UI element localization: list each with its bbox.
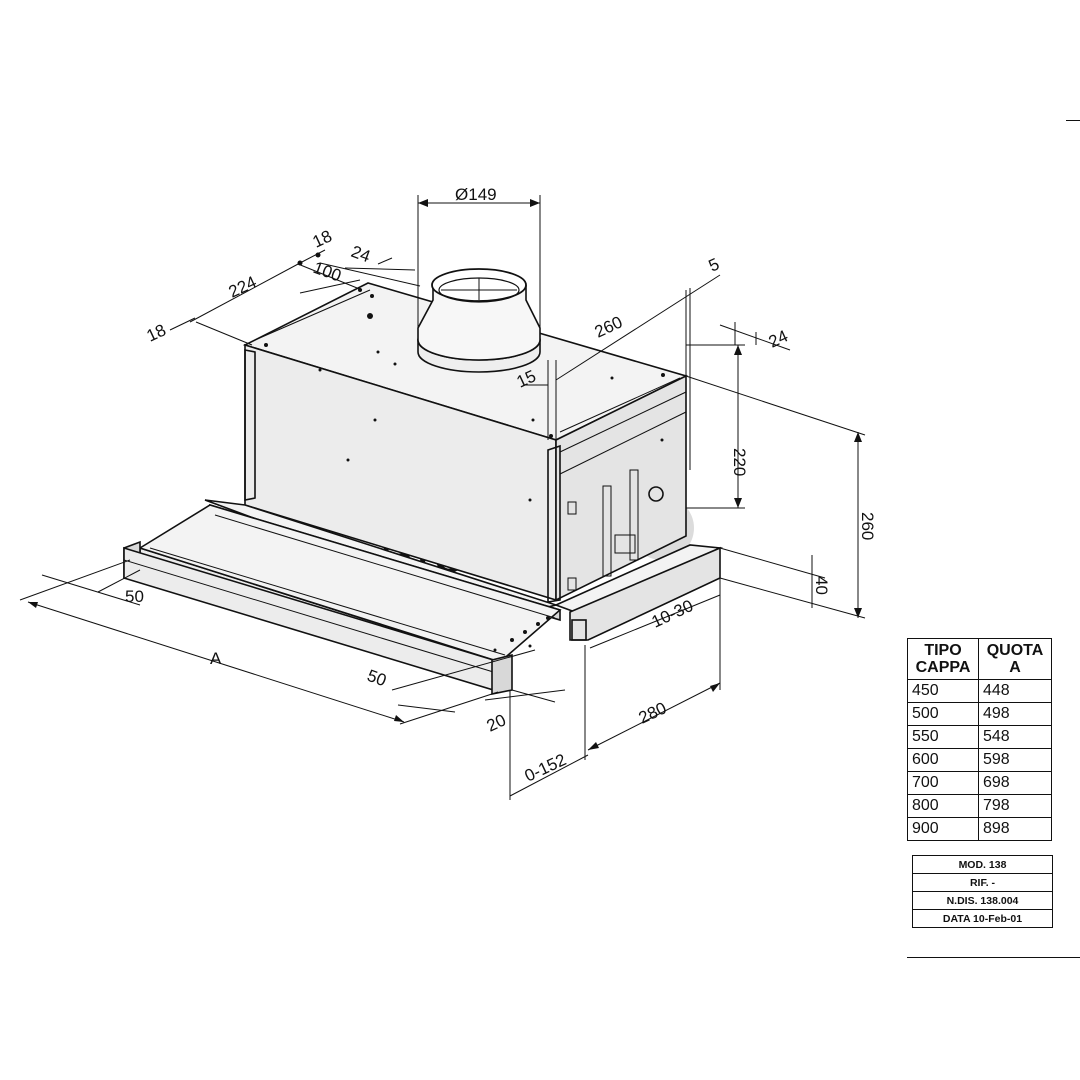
side-frame-edge	[587, 577, 721, 641]
side-clip-bottom	[567, 577, 577, 591]
corner-tick	[1066, 120, 1080, 121]
dim-40: 40	[812, 576, 831, 595]
cell-quota: 498	[978, 702, 1052, 726]
dim-220: 220	[730, 448, 749, 476]
dim-100: 100	[311, 258, 344, 286]
side-slot-2	[629, 469, 639, 561]
cell-tipo: 500	[907, 702, 979, 726]
dim-0-152: 0-152	[522, 750, 569, 786]
title-model: MOD. 138	[912, 855, 1053, 874]
title-drawing-number: N.DIS. 138.004	[912, 891, 1053, 910]
cell-tipo: 600	[907, 748, 979, 772]
cell-tipo: 900	[907, 817, 979, 841]
cell-quota: 448	[978, 679, 1052, 703]
header-tipo-cappa: TIPO CAPPA	[907, 638, 979, 680]
cell-quota: 548	[978, 725, 1052, 749]
header-quota-a: QUOTA A	[978, 638, 1052, 680]
dim-50-left: 50	[125, 587, 144, 606]
dim-24-right: 24	[766, 326, 791, 351]
side-slot-1	[602, 485, 612, 577]
deck-inner-line	[149, 547, 506, 656]
screw-dots	[264, 288, 665, 502]
cell-tipo: 800	[907, 794, 979, 818]
dimension-lines	[19, 195, 866, 800]
deck-inner-line-2	[214, 514, 556, 619]
spec-table-header: TIPO CAPPA QUOTA A	[907, 638, 1052, 680]
side-connector	[614, 534, 636, 554]
cell-quota: 598	[978, 748, 1052, 772]
side-clip-top	[567, 501, 577, 515]
left-flange	[244, 349, 256, 501]
rail-holes	[493, 616, 550, 652]
dim-duct-diameter: Ø149	[455, 185, 497, 204]
dim-5: 5	[706, 254, 723, 275]
top-rim-line-right	[559, 377, 681, 433]
title-reference: RIF. -	[912, 873, 1053, 892]
dim-20: 20	[484, 710, 509, 735]
dim-18-top: 18	[310, 226, 335, 251]
side-latch	[571, 619, 587, 641]
cell-quota: 698	[978, 771, 1052, 795]
cell-quota: 898	[978, 817, 1052, 841]
duct-collar	[417, 268, 541, 373]
dim-A: A	[210, 649, 222, 668]
cell-tipo: 450	[907, 679, 979, 703]
dim-18-left: 18	[144, 320, 169, 345]
right-flange	[547, 444, 561, 603]
cell-tipo: 700	[907, 771, 979, 795]
dim-280: 280	[636, 698, 670, 727]
title-block: MOD. 138 RIF. - N.DIS. 138.004 DATA 10-F…	[912, 855, 1053, 928]
front-bar-line	[123, 559, 501, 675]
hood-side-face	[555, 374, 687, 602]
dim-224: 224	[226, 272, 260, 301]
cell-tipo: 550	[907, 725, 979, 749]
bottom-rule	[907, 957, 1080, 958]
title-date: DATA 10-Feb-01	[912, 909, 1053, 928]
dim-50-right: 50	[365, 666, 389, 690]
dim-260-height: 260	[858, 512, 877, 540]
side-panel-line	[559, 411, 687, 475]
dim-24-top: 24	[349, 242, 373, 266]
dim-260-depth: 260	[592, 312, 626, 341]
top-rim-line	[254, 289, 371, 341]
side-upper-line	[559, 391, 687, 453]
side-knob-icon	[648, 486, 664, 502]
cell-quota: 798	[978, 794, 1052, 818]
drawer-deck	[138, 504, 562, 663]
telescopic-drawer	[123, 499, 724, 695]
